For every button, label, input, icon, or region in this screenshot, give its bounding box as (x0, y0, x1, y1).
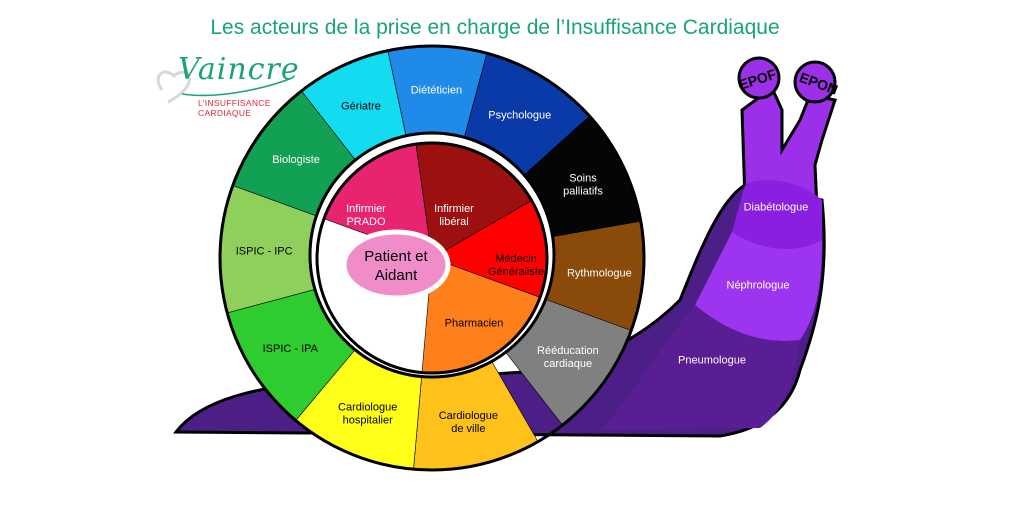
tentacle-right-ball (793, 60, 837, 104)
label-ispic-ipa: ISPIC - IPA (263, 343, 319, 355)
label-infirmier-prado-line1: Infirmier (346, 203, 386, 215)
label-dieteticien: Diététicien (411, 85, 462, 97)
label-ispic-ipc: ISPIC - IPC (236, 245, 293, 257)
body-segment-pneumologue (600, 305, 800, 430)
label-soins-palliatifs-line2: palliatifs (563, 186, 603, 198)
center-line1: Patient et (364, 248, 428, 265)
label-cardiologue-de-ville-line2: de ville (451, 423, 485, 435)
label-geriatre: Gériatre (341, 100, 381, 112)
label-infirmier-liberal-line2: libéral (439, 216, 468, 228)
label-biologiste: Biologiste (272, 154, 320, 166)
label-cardiologue-hospitalier-line1: Cardiologue (338, 401, 397, 413)
logo-heart-icon (156, 70, 293, 104)
center-core (341, 229, 451, 301)
vaincre-logo: Vaincre L’INSUFFISANCE CARDIAQUE (152, 46, 302, 118)
body-segment-nephrologue (695, 232, 822, 341)
center-line2: Aidant (375, 267, 418, 284)
logo-word: Vaincre (178, 52, 300, 87)
label-rythmologue: Rythmologue (567, 267, 632, 279)
diagram-title: Les acteurs de la prise en charge de l’I… (210, 16, 780, 39)
label-diabetologue: Diabétologue (744, 202, 809, 214)
tentacle-left-ball (737, 56, 781, 100)
inner-ring-outline (315, 141, 549, 375)
label-medecin-generaliste-line2: Généraliste (488, 266, 544, 278)
label-nephrologue: Néphrologue (727, 280, 790, 292)
label-soins-palliatifs-line1: Soins (569, 173, 597, 185)
label-cardiologue-hospitalier-line2: hospitalier (343, 414, 393, 426)
label-reeducation-cardiaque-line1: Rééducation (537, 345, 599, 357)
label-infirmier-prado-line2: PRADO (346, 216, 386, 228)
label-pneumologue: Pneumologue (678, 355, 746, 367)
label-pharmacien: Pharmacien (445, 318, 504, 330)
label-cardiologue-de-ville-line1: Cardiologue (439, 410, 498, 422)
body-segment-diabetologue (732, 180, 822, 249)
shell-outline (218, 44, 646, 472)
label-psychologue: Psychologue (488, 109, 551, 121)
logo-subtitle: L’INSUFFISANCE CARDIAQUE (198, 98, 271, 118)
label-infirmier-liberal-line1: Infirmier (434, 203, 474, 215)
label-reeducation-cardiaque-line2: cardiaque (544, 358, 592, 370)
label-medecin-generaliste-line1: Médecin (495, 253, 537, 265)
